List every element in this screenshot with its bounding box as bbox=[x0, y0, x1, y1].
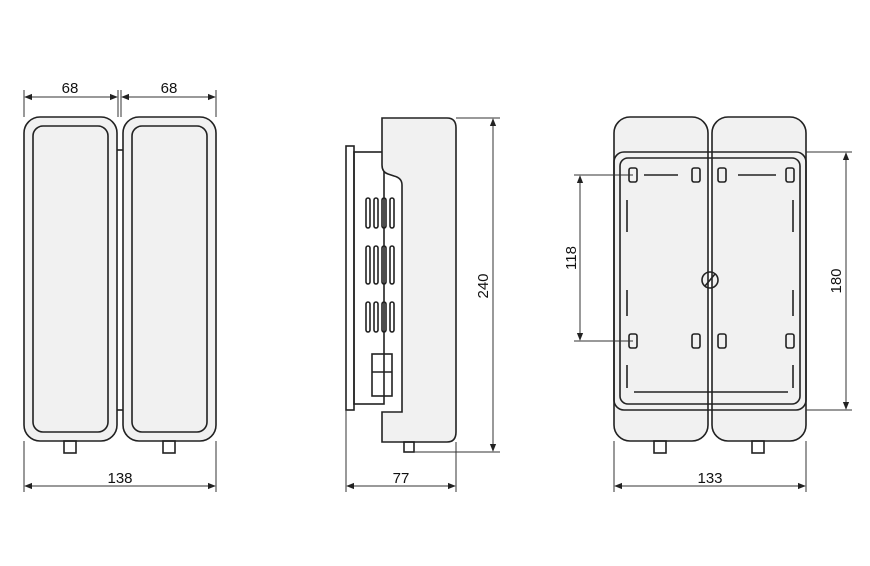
side-vent-group-2 bbox=[365, 245, 395, 285]
dim-rear-width: 133 bbox=[697, 470, 722, 487]
side-wall-plate bbox=[345, 145, 355, 411]
front-right-nozzle bbox=[162, 440, 176, 454]
dim-side-height: 240 bbox=[475, 273, 492, 298]
side-latch bbox=[371, 353, 393, 397]
rear-right-nozzle bbox=[751, 440, 765, 454]
front-left-container bbox=[23, 116, 118, 442]
rear-holes-top bbox=[628, 167, 795, 183]
dim-front-right-width: 68 bbox=[161, 80, 178, 97]
side-nozzle bbox=[403, 441, 415, 453]
side-vent-group-1 bbox=[365, 197, 395, 229]
dim-rear-plate-height: 180 bbox=[828, 268, 845, 293]
rear-view: 118 180 133 bbox=[563, 116, 852, 492]
rear-screw-icon bbox=[701, 271, 719, 289]
front-view: 68 68 138 bbox=[23, 80, 217, 492]
dim-rear-hole-spacing: 118 bbox=[563, 246, 580, 270]
side-vent-group-3 bbox=[365, 301, 395, 333]
dim-side-depth: 77 bbox=[393, 470, 410, 487]
rear-left-nozzle bbox=[653, 440, 667, 454]
front-left-window bbox=[32, 125, 109, 433]
front-right-container bbox=[122, 116, 217, 442]
rear-mounting-plate bbox=[613, 151, 807, 411]
front-left-nozzle bbox=[63, 440, 77, 454]
dim-front-total-width: 138 bbox=[107, 470, 132, 487]
dim-front-left-width: 68 bbox=[62, 80, 79, 97]
front-right-window bbox=[131, 125, 208, 433]
side-body bbox=[381, 117, 457, 443]
side-view: 240 77 bbox=[345, 117, 500, 492]
